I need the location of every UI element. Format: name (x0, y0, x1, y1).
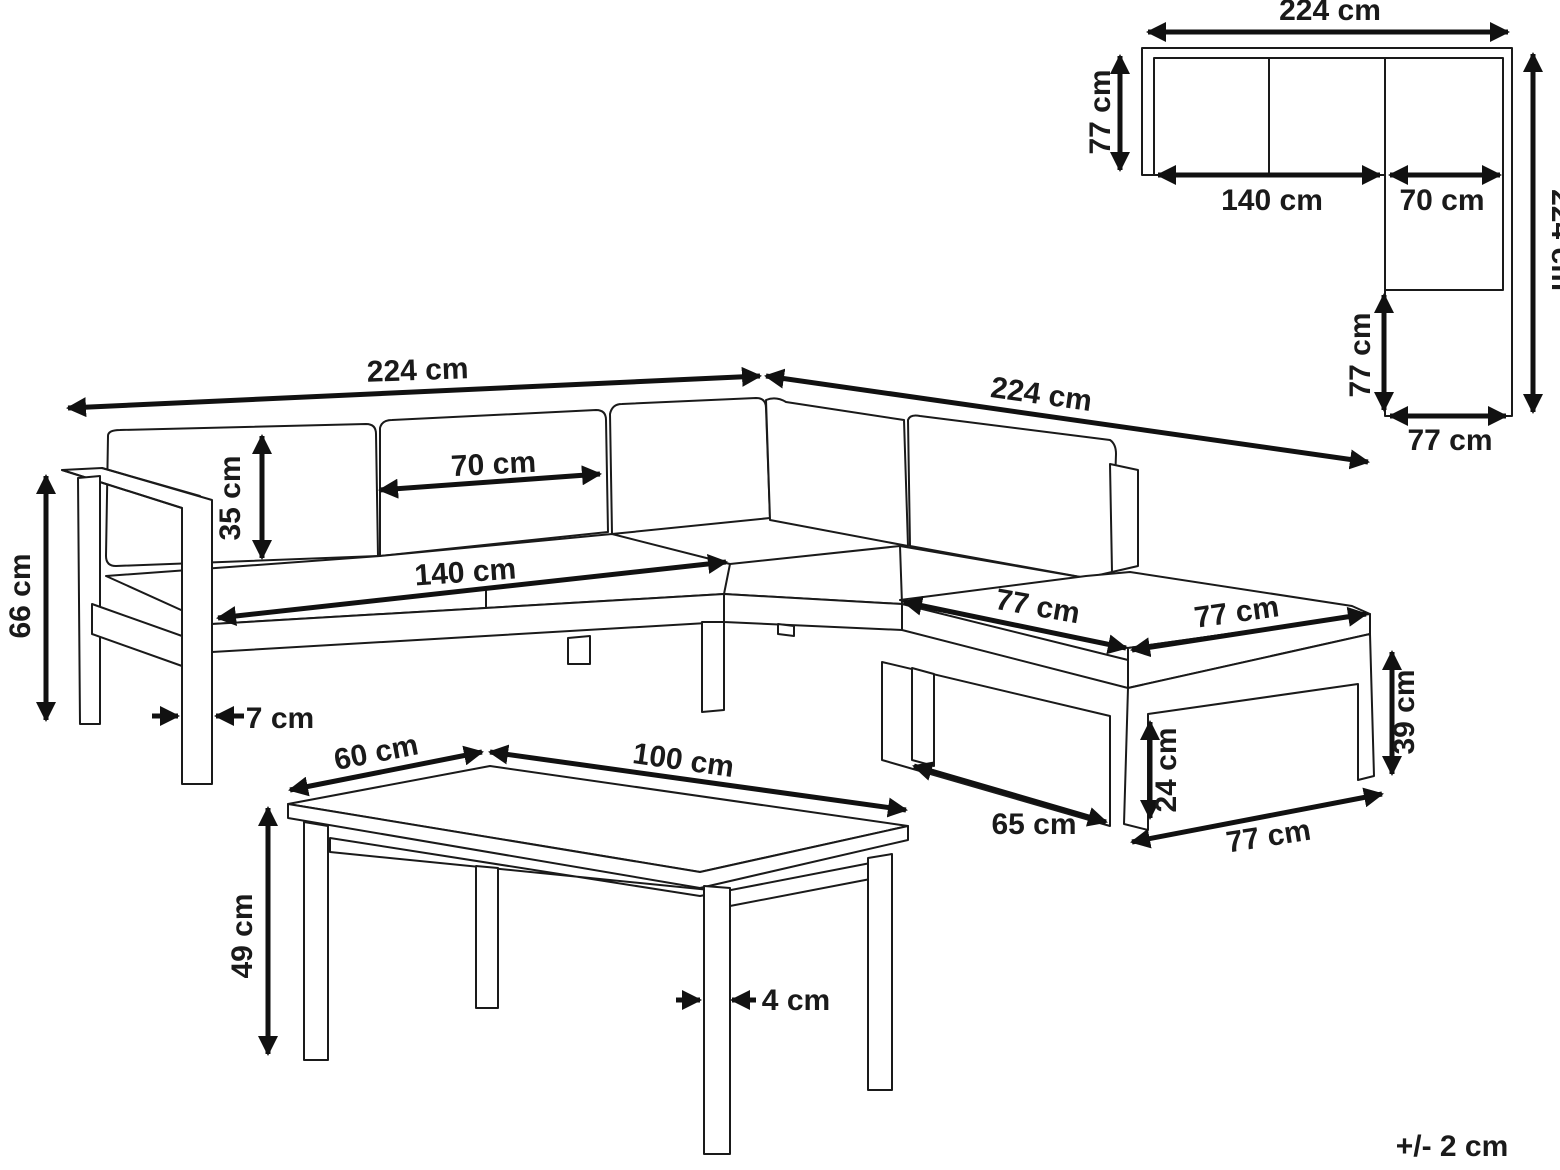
table-leg-front-right (703, 885, 731, 1155)
left-side-rail (91, 603, 183, 667)
top-view: 224 cm 77 cm 140 cm 70 cm 224 cm 77 cm 7… (1084, 0, 1560, 457)
chaise-height-label: 39 cm (1388, 669, 1421, 754)
table-top-edge (287, 803, 909, 889)
tolerance-note: +/- 2 cm (1396, 1130, 1509, 1163)
table-leg-back-right (867, 853, 893, 1091)
table-height-label: 49 cm (226, 893, 259, 978)
top-view-outline (1141, 47, 1513, 417)
table-leg-front-left (303, 821, 329, 1061)
top-sofa-length-label: 140 cm (1221, 184, 1323, 217)
sofa-height-label: 66 cm (4, 553, 37, 638)
chaise-depth-label: 65 cm (991, 808, 1076, 841)
table-length-label: 100 cm (631, 737, 736, 784)
top-corner-width-label: 70 cm (1399, 184, 1484, 217)
seat-clearance-label: 24 cm (1150, 727, 1183, 812)
back-cushion-1 (105, 423, 379, 567)
leg-thickness-label: 4 cm (762, 984, 830, 1017)
top-seat-depth-label: 77 cm (1084, 69, 1117, 154)
back-cushion-corner (765, 397, 909, 547)
table-drawing: 60 cm 100 cm 49 cm 4 cm (226, 728, 909, 1155)
sofa-length-left-label: 224 cm (366, 352, 469, 389)
sofa-leg-3 (777, 623, 795, 637)
sofa-leg-2 (701, 621, 725, 713)
cushion-width-label: 70 cm (450, 446, 537, 483)
left-rear-leg (77, 475, 101, 725)
arm-thickness-label: 7 cm (246, 702, 314, 735)
sofa-drawing: 224 cm 224 cm 35 cm 70 cm 140 cm 66 cm 7… (4, 352, 1421, 859)
sofa-leg-1 (567, 635, 591, 665)
top-depth-label: 224 cm (1545, 189, 1560, 291)
top-view-inner (1153, 57, 1504, 291)
cushion-height-label: 35 cm (214, 455, 247, 540)
chaise-leg-inner (911, 667, 935, 767)
table-depth-label: 60 cm (331, 728, 421, 777)
seat-length-label: 140 cm (413, 553, 517, 593)
top-chaise-width-label: 77 cm (1407, 424, 1492, 457)
top-width-label: 224 cm (1279, 0, 1381, 27)
back-cushion-3 (609, 397, 771, 535)
top-chaise-depth-label: 77 cm (1344, 312, 1377, 397)
right-armrest (1109, 463, 1139, 573)
table-leg-back-left (475, 865, 499, 1009)
